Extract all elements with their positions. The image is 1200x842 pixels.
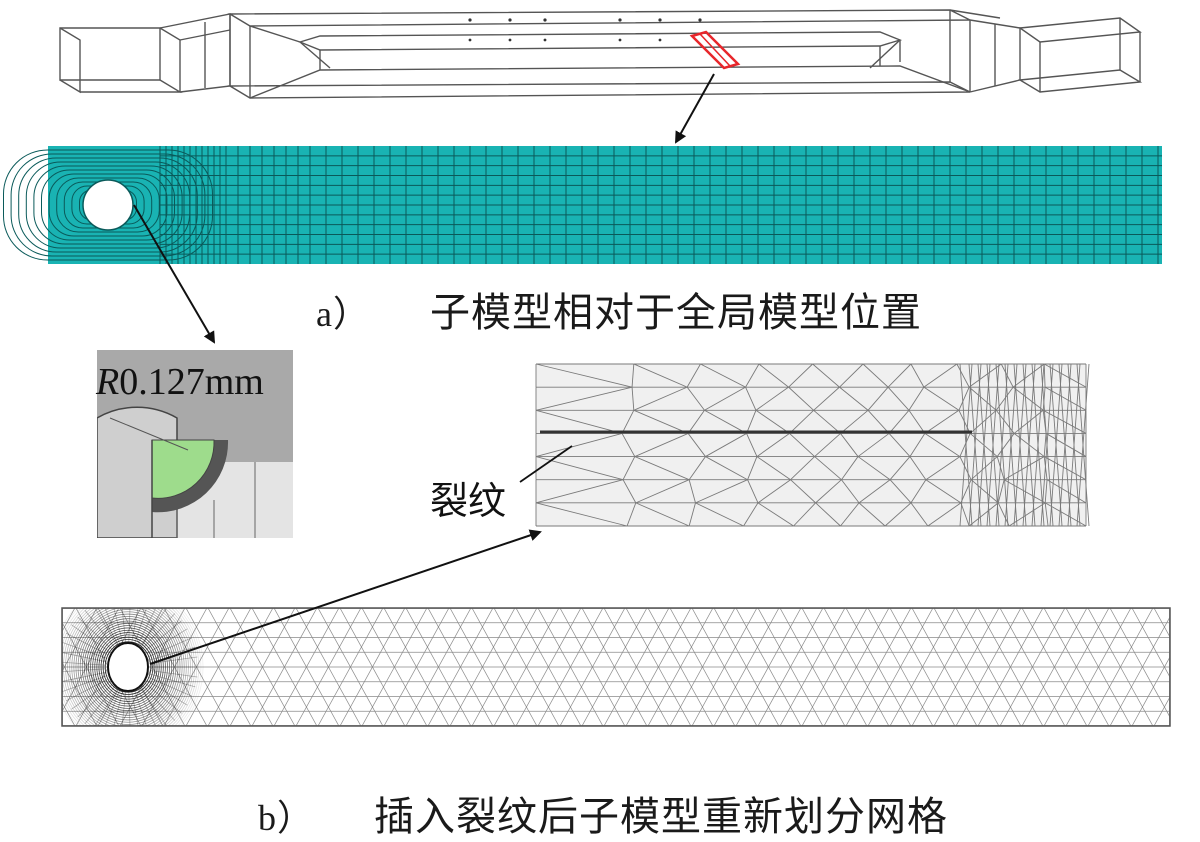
hole-detail-inset [97, 350, 293, 538]
caption-b: b） 插入裂纹后子模型重新划分网格 [258, 784, 948, 842]
submodel-hole [82, 179, 134, 231]
caption-b-text: 插入裂纹后子模型重新划分网格 [374, 794, 949, 840]
submodel-mesh-strip [3, 146, 1162, 264]
remeshed-hole [107, 642, 149, 692]
crack-leader [519, 445, 573, 483]
arrow-to-submodel [675, 73, 715, 144]
crack-mesh-detail [535, 363, 1090, 527]
global-model-wireframe [59, 9, 1143, 99]
arrow-to-crack-detail [149, 529, 542, 665]
caption-a-text: 子模型相对于全局模型位置 [429, 290, 922, 336]
crack-label: 裂纹 [430, 479, 507, 523]
submodel-location-marker [689, 30, 741, 70]
caption-a-letter: a） [316, 294, 370, 334]
radius-label: R0.127mm [96, 360, 264, 404]
arrow-to-hole-detail [133, 204, 216, 344]
caption-b-letter: b） [258, 798, 315, 838]
gauge-marker-dots [468, 18, 702, 42]
caption-a: a） 子模型相对于全局模型位置 [316, 280, 922, 338]
radius-value: 0.127mm [119, 361, 264, 403]
radius-symbol: R [96, 361, 120, 403]
remeshed-submodel [62, 608, 1170, 726]
